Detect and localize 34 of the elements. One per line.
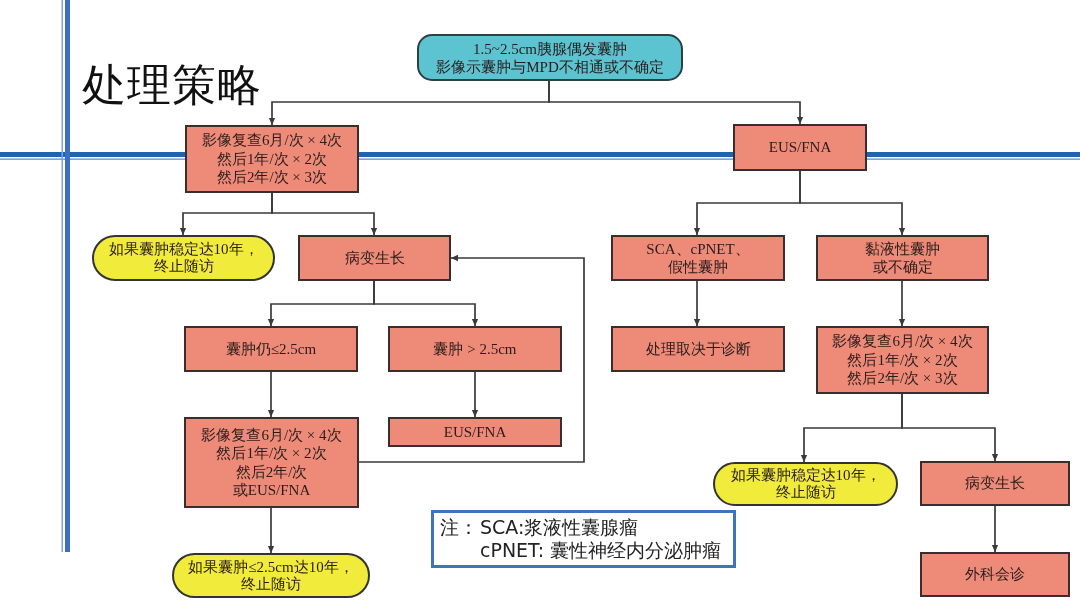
arrow <box>267 371 275 418</box>
process-box: SCA、cPNET、假性囊肿 <box>611 235 785 281</box>
process-box: 外科会诊 <box>920 552 1070 597</box>
arrow <box>898 280 906 327</box>
arrow <box>373 280 479 327</box>
process-box: 影像复查6月/次 × 4次然后1年/次 × 2次然后2年/次或EUS/FNA <box>184 417 359 508</box>
process-box: 影像复查6月/次 × 4次然后1年/次 × 2次然后2年/次 × 3次 <box>185 125 359 193</box>
arrow <box>548 80 804 125</box>
process-box: EUS/FNA <box>388 417 562 447</box>
arrow <box>799 170 906 236</box>
end-terminal: 如果囊肿≤2.5cm达10年，终止随访 <box>172 553 370 598</box>
start-terminal: 1.5~2.5cm胰腺偶发囊肿影像示囊肿与MPD不相通或不确定 <box>417 34 683 81</box>
process-box: 黏液性囊肿或不确定 <box>816 235 989 281</box>
slide-title: 处理策略 <box>82 60 262 112</box>
arrow <box>271 192 378 236</box>
note-label: 注： <box>440 516 478 539</box>
note-box <box>431 510 736 568</box>
process-box: 处理取决于诊断 <box>611 326 785 372</box>
arrow <box>358 254 585 463</box>
arrow <box>991 505 999 553</box>
process-box: 囊肿 > 2.5cm <box>388 326 562 372</box>
arrow <box>267 507 275 554</box>
process-box: 病变生长 <box>298 235 451 281</box>
process-box: 影像复查6月/次 × 4次然后1年/次 × 2次然后2年/次 × 3次 <box>816 326 989 394</box>
definition-text: cPNET: 囊性神经内分泌肿瘤 <box>480 539 722 562</box>
process-box: 病变生长 <box>920 461 1070 506</box>
process-box: EUS/FNA <box>733 124 867 171</box>
end-terminal: 如果囊肿稳定达10年，终止随访 <box>713 462 898 506</box>
arrow <box>901 393 999 462</box>
process-box: 囊肿仍≤2.5cm <box>184 326 358 372</box>
arrow <box>693 280 701 327</box>
definition-text: SCA:浆液性囊腺瘤 <box>480 516 640 539</box>
end-terminal: 如果囊肿稳定达10年，终止随访 <box>92 235 275 281</box>
arrow <box>471 371 479 418</box>
